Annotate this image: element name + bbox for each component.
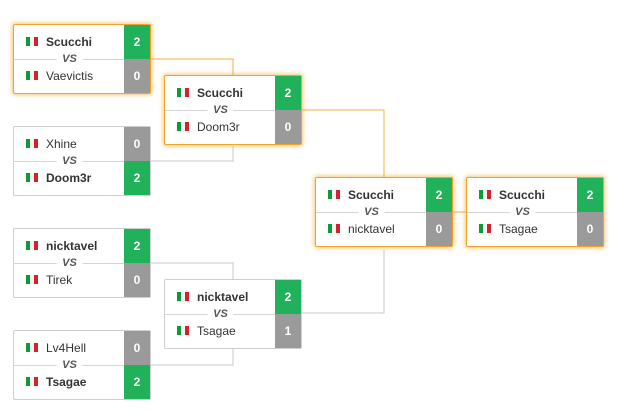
connector-r2m1 — [302, 109, 385, 178]
vs-label: VS — [207, 103, 234, 117]
vs-divider: VS — [14, 154, 125, 168]
player-name: Scucchi — [46, 35, 93, 49]
connector-r1m3 — [151, 262, 234, 279]
player-name: Vaevictis — [46, 69, 94, 83]
italy-flag-icon — [479, 224, 491, 233]
player-score: 0 — [124, 127, 150, 161]
match-r4m1[interactable]: Scucchi 2 VS Tsagae 0 — [466, 177, 604, 247]
match-player-row[interactable]: nicktavel 0 — [316, 212, 452, 246]
italy-flag-icon — [26, 37, 38, 46]
player-score: 0 — [124, 263, 150, 297]
player-name: Tsagae — [46, 375, 87, 389]
vs-label: VS — [56, 256, 83, 270]
player-score: 0 — [275, 110, 301, 144]
player-score: 2 — [124, 365, 150, 399]
match-r2m1[interactable]: Scucchi 2 VS Doom3r 0 — [164, 75, 302, 145]
vs-divider: VS — [316, 205, 427, 219]
italy-flag-icon — [177, 88, 189, 97]
player-score: 0 — [124, 59, 150, 93]
player-score: 1 — [275, 314, 301, 348]
match-player-row[interactable]: Tsagae 0 — [467, 212, 603, 246]
player-score: 2 — [275, 280, 301, 314]
vs-divider: VS — [165, 307, 276, 321]
match-player-row[interactable]: nicktavel 2 — [165, 280, 301, 314]
italy-flag-icon — [26, 139, 38, 148]
player-score: 2 — [124, 161, 150, 195]
player-score: 2 — [124, 25, 150, 59]
player-name: Tsagae — [197, 324, 236, 338]
italy-flag-icon — [26, 343, 38, 352]
player-name: Scucchi — [348, 188, 395, 202]
match-player-row[interactable]: Tsagae 2 — [14, 365, 150, 399]
connector-r1m1 — [151, 58, 234, 77]
italy-flag-icon — [26, 377, 38, 386]
match-player-row[interactable]: Xhine 0 — [14, 127, 150, 161]
player-name: nicktavel — [197, 290, 249, 304]
match-player-row[interactable]: Tirek 0 — [14, 263, 150, 297]
player-score: 2 — [577, 178, 603, 212]
connector-r2m2 — [302, 250, 385, 314]
match-r2m2[interactable]: nicktavel 2 VS Tsagae 1 — [164, 279, 302, 349]
player-name: Doom3r — [46, 171, 92, 185]
match-player-row[interactable]: Vaevictis 0 — [14, 59, 150, 93]
vs-divider: VS — [165, 103, 276, 117]
italy-flag-icon — [26, 173, 38, 182]
italy-flag-icon — [328, 224, 340, 233]
player-score: 2 — [275, 76, 301, 110]
match-player-row[interactable]: Scucchi 2 — [14, 25, 150, 59]
match-player-row[interactable]: Scucchi 2 — [165, 76, 301, 110]
vs-divider: VS — [467, 205, 578, 219]
match-player-row[interactable]: Doom3r 2 — [14, 161, 150, 195]
italy-flag-icon — [26, 71, 38, 80]
player-score: 0 — [124, 331, 150, 365]
italy-flag-icon — [479, 190, 491, 199]
player-score: 0 — [426, 212, 452, 246]
italy-flag-icon — [328, 190, 340, 199]
connector-r1m2 — [151, 146, 234, 162]
match-r1m2[interactable]: Xhine 0 VS Doom3r 2 — [13, 126, 151, 196]
match-player-row[interactable]: Tsagae 1 — [165, 314, 301, 348]
italy-flag-icon — [26, 275, 38, 284]
player-name: Scucchi — [197, 86, 244, 100]
italy-flag-icon — [177, 122, 189, 131]
player-name: Lv4Hell — [46, 341, 87, 355]
vs-label: VS — [56, 154, 83, 168]
connector-r1m4 — [151, 349, 234, 366]
player-score: 0 — [577, 212, 603, 246]
player-name: nicktavel — [46, 239, 98, 253]
match-player-row[interactable]: Lv4Hell 0 — [14, 331, 150, 365]
vs-label: VS — [56, 52, 83, 66]
italy-flag-icon — [26, 241, 38, 250]
vs-label: VS — [358, 205, 385, 219]
player-name: Tirek — [46, 273, 73, 287]
vs-divider: VS — [14, 52, 125, 66]
player-name: Doom3r — [197, 120, 240, 134]
vs-divider: VS — [14, 256, 125, 270]
player-name: Scucchi — [499, 188, 546, 202]
player-name: Xhine — [46, 137, 77, 151]
match-r1m1[interactable]: Scucchi 2 VS Vaevictis 0 — [13, 24, 151, 94]
match-player-row[interactable]: Doom3r 0 — [165, 110, 301, 144]
vs-divider: VS — [14, 358, 125, 372]
vs-label: VS — [207, 307, 234, 321]
italy-flag-icon — [177, 326, 189, 335]
match-player-row[interactable]: nicktavel 2 — [14, 229, 150, 263]
match-player-row[interactable]: Scucchi 2 — [316, 178, 452, 212]
match-player-row[interactable]: Scucchi 2 — [467, 178, 603, 212]
match-r1m4[interactable]: Lv4Hell 0 VS Tsagae 2 — [13, 330, 151, 400]
italy-flag-icon — [177, 292, 189, 301]
match-r3m1[interactable]: Scucchi 2 VS nicktavel 0 — [315, 177, 453, 247]
player-name: nicktavel — [348, 222, 395, 236]
match-r1m3[interactable]: nicktavel 2 VS Tirek 0 — [13, 228, 151, 298]
player-score: 2 — [124, 229, 150, 263]
vs-label: VS — [509, 205, 536, 219]
player-name: Tsagae — [499, 222, 538, 236]
vs-label: VS — [56, 358, 83, 372]
player-score: 2 — [426, 178, 452, 212]
